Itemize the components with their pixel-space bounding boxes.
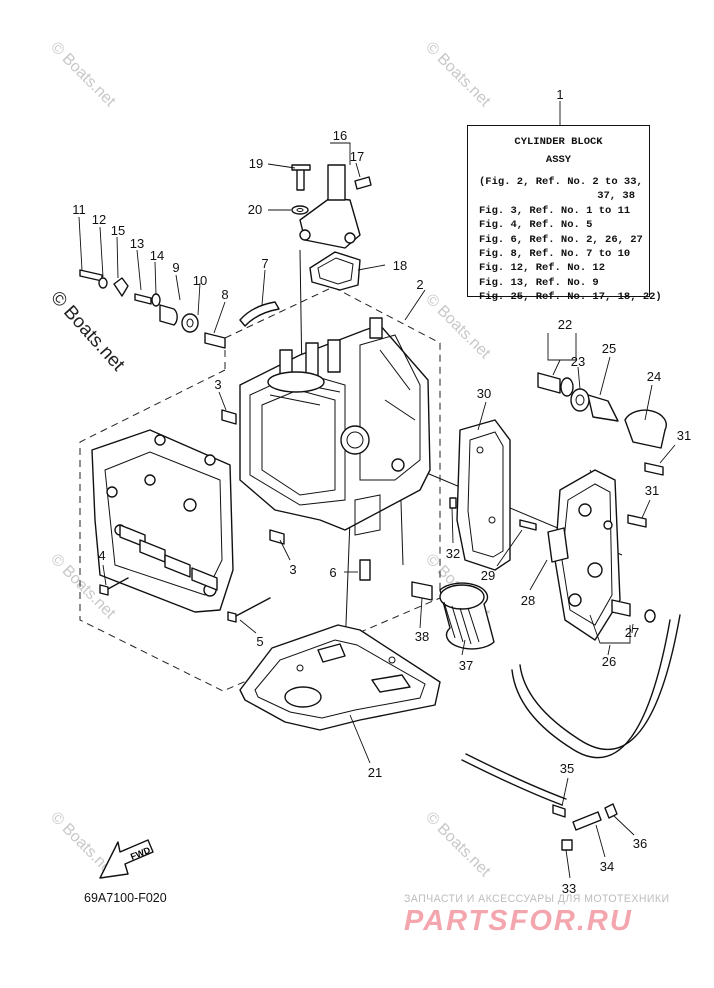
callout-34: 34 bbox=[600, 859, 614, 874]
legend-title: CYLINDER BLOCK bbox=[514, 136, 603, 148]
thermostat-parts bbox=[537, 372, 667, 449]
anode-hardware bbox=[79, 269, 280, 349]
shop-tagline: ЗАПЧАСТИ И АКСЕССУАРЫ ДЛЯ МОТОТЕХНИКИ bbox=[404, 893, 670, 905]
callout-6: 6 bbox=[329, 565, 336, 580]
callout-37: 37 bbox=[459, 658, 473, 673]
callout-25: 25 bbox=[602, 341, 616, 356]
callout-3a: 3 bbox=[214, 377, 221, 392]
legend-line-7: Fig. 13, Ref. No. 9 bbox=[479, 276, 599, 289]
watermark-dark: © Boats.net bbox=[46, 287, 129, 376]
watermark-top-left: © Boats.net bbox=[47, 39, 119, 111]
callout-26: 26 bbox=[602, 654, 616, 669]
legend-line-3: Fig. 4, Ref. No. 5 bbox=[479, 219, 593, 232]
callout-29: 29 bbox=[481, 568, 495, 583]
callout-31b: 31 bbox=[645, 483, 659, 498]
diagram-code: 69A7100-F020 bbox=[84, 891, 167, 905]
oil-filter bbox=[411, 581, 495, 650]
hoses bbox=[461, 614, 681, 851]
callout-22: 22 bbox=[558, 317, 572, 332]
callout-19: 19 bbox=[249, 156, 263, 171]
callout-32: 32 bbox=[446, 546, 460, 561]
callout-23: 23 bbox=[571, 354, 585, 369]
legend-line-1-continuation: 37, 38 bbox=[597, 190, 635, 203]
callout-5: 5 bbox=[256, 634, 263, 649]
callout-8: 8 bbox=[221, 287, 228, 302]
callout-2: 2 bbox=[416, 277, 423, 292]
legend-line-1: (Fig. 2, Ref. No. 2 to 33, bbox=[479, 176, 643, 188]
fwd-arrow-icon: FWD bbox=[99, 839, 154, 879]
callout-17: 17 bbox=[350, 149, 364, 164]
callouts: 1 2 3 3 4 5 6 7 8 9 10 11 12 13 14 15 16… bbox=[72, 87, 691, 896]
cover-gasket bbox=[449, 419, 511, 571]
watermark-bottom-right: © Boats.net bbox=[422, 809, 494, 881]
callout-31a: 31 bbox=[677, 428, 691, 443]
legend-line-6: Fig. 12, Ref. No. 12 bbox=[479, 262, 606, 275]
oil-pump bbox=[519, 462, 664, 641]
thermostat-housing bbox=[291, 164, 372, 291]
callout-28: 28 bbox=[521, 593, 535, 608]
legend-line-8: Fig. 25, Ref. No. 17, 18, 22) bbox=[479, 291, 662, 304]
callout-14: 14 bbox=[150, 248, 164, 263]
dowels-and-bolts bbox=[99, 409, 371, 623]
callout-13: 13 bbox=[130, 236, 144, 251]
legend-subtitle: ASSY bbox=[545, 154, 572, 166]
callout-12: 12 bbox=[92, 212, 106, 227]
callout-27: 27 bbox=[625, 625, 639, 640]
callout-21: 21 bbox=[368, 765, 382, 780]
callout-10: 10 bbox=[193, 273, 207, 288]
callout-33: 33 bbox=[562, 881, 576, 896]
callout-36: 36 bbox=[633, 836, 647, 851]
callout-24: 24 bbox=[647, 369, 661, 384]
callout-4: 4 bbox=[98, 548, 105, 563]
cylinder-block bbox=[239, 317, 431, 536]
callout-38: 38 bbox=[415, 629, 429, 644]
callout-3b: 3 bbox=[289, 562, 296, 577]
callout-1: 1 bbox=[556, 87, 563, 102]
callout-11: 11 bbox=[72, 202, 86, 217]
legend-line-4: Fig. 6, Ref. No. 2, 26, 27 bbox=[479, 233, 643, 246]
legend-line-5: Fig. 8, Ref. No. 7 to 10 bbox=[479, 248, 631, 261]
callout-7: 7 bbox=[261, 256, 268, 271]
callout-9: 9 bbox=[172, 260, 179, 275]
callout-30: 30 bbox=[477, 386, 491, 401]
legend-line-2: Fig. 3, Ref. No. 1 to 11 bbox=[479, 204, 631, 217]
legend-box: CYLINDER BLOCK ASSY (Fig. 2, Ref. No. 2 … bbox=[467, 125, 662, 303]
callout-16: 16 bbox=[333, 128, 347, 143]
gasket bbox=[239, 624, 441, 731]
exhaust-cover bbox=[91, 429, 234, 613]
callout-20: 20 bbox=[248, 202, 262, 217]
callout-35: 35 bbox=[560, 761, 574, 776]
shop-logo: PARTSFOR.RU bbox=[404, 905, 633, 937]
callout-15: 15 bbox=[111, 223, 125, 238]
leader-lines bbox=[78, 101, 676, 879]
watermark-top-right: © Boats.net bbox=[422, 39, 494, 111]
callout-18: 18 bbox=[393, 258, 407, 273]
